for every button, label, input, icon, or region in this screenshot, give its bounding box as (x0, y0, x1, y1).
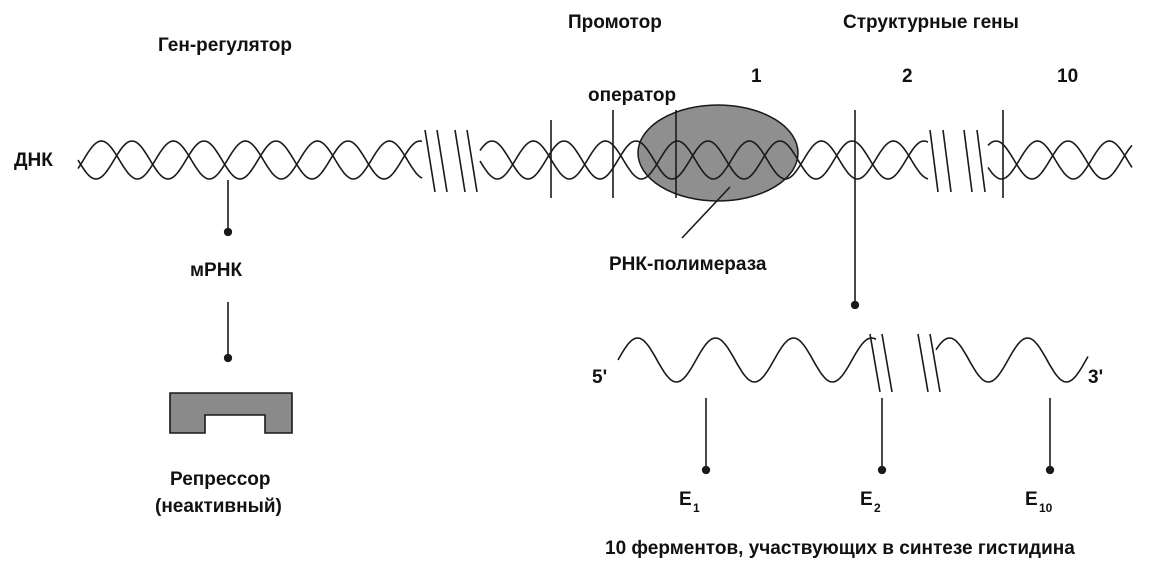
gene-number-2: 2 (902, 66, 913, 87)
rna-polymerase-label: РНК-полимераза (609, 254, 767, 275)
three-prime-label: 3' (1088, 367, 1103, 388)
dna-break-right (929, 129, 986, 193)
rna-polymerase-blob (637, 104, 799, 202)
regulator-gene-label: Ген-регулятор (158, 35, 292, 56)
operator-label: оператор (588, 85, 676, 106)
gene-number-1: 1 (751, 66, 762, 87)
dna-label: ДНК (14, 150, 53, 171)
enzyme-letter: E (860, 489, 873, 510)
mrna-label: мРНК (190, 260, 242, 281)
dna-break-left (424, 129, 478, 193)
enzyme-e2: E 2 (860, 489, 881, 515)
structural-genes-label: Структурные гены (843, 12, 1019, 33)
polymerase-pointer (681, 186, 731, 239)
enzyme-subscript: 2 (874, 501, 881, 515)
enzyme-subscript: 10 (1039, 501, 1053, 515)
enzyme-subscript: 1 (693, 501, 700, 515)
gene-number-10: 10 (1057, 66, 1078, 87)
dna-strand-a (77, 140, 1133, 180)
mrna-break (869, 333, 941, 393)
caption: 10 ферментов, участвующих в синтезе гист… (605, 538, 1075, 559)
enzyme-e1: E 1 (679, 489, 700, 515)
enzyme-e10: E 10 (1025, 489, 1053, 515)
repressor-state-label: (неактивный) (155, 496, 282, 517)
repressor-label: Репрессор (170, 469, 271, 490)
enzyme-letter: E (679, 489, 692, 510)
repressor-shape (169, 392, 293, 434)
promoter-label: Промотор (568, 12, 662, 33)
enzyme-letter: E (1025, 489, 1038, 510)
mrna-strand (617, 337, 1089, 383)
dna-helix (77, 140, 1133, 180)
dna-strand-b (77, 140, 1133, 180)
five-prime-label: 5' (592, 367, 607, 388)
